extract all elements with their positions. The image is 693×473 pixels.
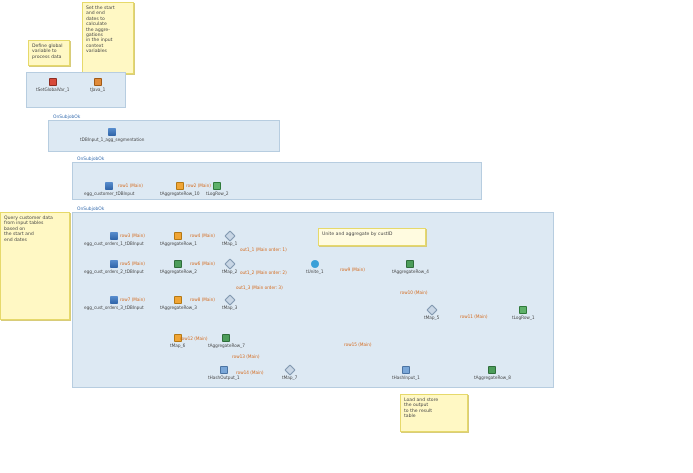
log-row-icon <box>519 306 528 314</box>
note-define-global[interactable]: Define global variable to process data <box>28 40 70 66</box>
aggregate-7[interactable]: tMap_6 <box>170 334 185 348</box>
aggregate-icon <box>174 232 183 240</box>
aggregate-main[interactable]: tAggregateRow_4 <box>392 260 429 274</box>
map-icon <box>283 364 296 376</box>
unite-component[interactable]: tUnite_1 <box>306 260 324 274</box>
java-icon <box>93 78 102 86</box>
flow-label[interactable]: row10 (Main) <box>400 290 428 295</box>
db-input-orders-1[interactable]: egg_cust_orders_1_tDBInput <box>84 232 144 246</box>
map-2[interactable]: tMap_2 <box>222 258 237 274</box>
subjob-query-load[interactable]: OnSubjobOk <box>72 157 482 200</box>
subjob-main[interactable]: OnSubjobOk <box>72 207 554 388</box>
aggregate-icon <box>174 260 183 268</box>
flow-label[interactable]: out1_2 (Main order: 2) <box>240 270 287 275</box>
log-output[interactable]: tLogRow_1 <box>512 306 535 320</box>
database-icon <box>109 232 118 240</box>
db-query-component[interactable]: egg_customer_tDBInput <box>84 182 134 196</box>
flow-label[interactable]: row13 (Main) <box>232 354 260 359</box>
flow-label[interactable]: row5 (Main) <box>120 261 145 266</box>
map-1[interactable]: tMap_1 <box>222 230 237 246</box>
database-icon <box>109 296 118 304</box>
database-icon <box>105 182 114 190</box>
aggregate-3[interactable]: tAggregateRow_3 <box>160 296 197 310</box>
set-global-var-component[interactable]: tSetGlobalVar_1 <box>36 78 69 92</box>
flow-label[interactable]: row12 (Main) <box>180 336 208 341</box>
map-7[interactable]: tMap_7 <box>282 364 297 380</box>
log-row-component[interactable]: tLogRow_2 <box>206 182 229 196</box>
database-icon <box>108 128 117 136</box>
database-icon <box>109 260 118 268</box>
aggregate-row-7[interactable]: tAggregateRow_7 <box>208 334 245 348</box>
aggregate-icon <box>488 366 497 374</box>
set-global-var-icon <box>48 78 57 86</box>
hash-output-icon <box>219 366 228 374</box>
note-unite-aggregate[interactable]: Unite and aggregate by custID <box>318 228 426 246</box>
flow-label[interactable]: row3 (Main) <box>120 233 145 238</box>
hash-output[interactable]: tHashOutput_1 <box>208 366 240 380</box>
note-set-dates[interactable]: Set the start and end dates to calculate… <box>82 2 134 74</box>
hash-input-icon <box>401 366 410 374</box>
aggregate-icon <box>406 260 415 268</box>
aggregate-component[interactable]: tAggregateRow_10 <box>160 182 200 196</box>
flow-label[interactable]: out1_1 (Main order: 1) <box>240 247 287 252</box>
aggregate-icon <box>173 334 182 342</box>
subjob-init[interactable] <box>26 72 126 108</box>
flow-label[interactable]: row8 (Main) <box>190 297 215 302</box>
aggregate-1[interactable]: tAggregateRow_1 <box>160 232 197 246</box>
flow-label[interactable]: row2 (Main) <box>186 183 211 188</box>
flow-label[interactable]: row7 (Main) <box>120 297 145 302</box>
map-icon <box>223 230 236 242</box>
flow-label[interactable]: row9 (Main) <box>340 267 365 272</box>
aggregate-icon <box>175 182 184 190</box>
flow-label[interactable]: row4 (Main) <box>190 233 215 238</box>
flow-label[interactable]: row6 (Main) <box>190 261 215 266</box>
join-map[interactable]: tMap_5 <box>424 304 439 320</box>
flow-label[interactable]: row14 (Main) <box>236 370 264 375</box>
db-input-segmentation-component[interactable]: tDBInput_1_agg_segmentation <box>80 128 144 142</box>
subjob-select-segmentation[interactable]: OnSubjobOk <box>48 115 280 152</box>
flow-label[interactable]: row1 (Main) <box>118 183 143 188</box>
flow-label[interactable]: row11 (Main) <box>460 314 488 319</box>
note-load-store-result[interactable]: Load and store the output to the result … <box>400 394 468 432</box>
unite-icon <box>310 260 319 268</box>
map-3[interactable]: tMap_3 <box>222 294 237 310</box>
hash-input[interactable]: tHashInput_1 <box>392 366 420 380</box>
db-input-orders-2[interactable]: egg_cust_orders_2_tDBInput <box>84 260 144 274</box>
log-row-icon <box>213 182 222 190</box>
flow-label[interactable]: row15 (Main) <box>344 342 372 347</box>
map-icon <box>223 294 236 306</box>
java-component[interactable]: tJava_1 <box>90 78 105 92</box>
aggregate-2[interactable]: tAggregateRow_2 <box>160 260 197 274</box>
aggregate-icon <box>174 296 183 304</box>
aggregate-icon <box>222 334 231 342</box>
map-icon <box>425 304 438 316</box>
note-query-customer[interactable]: Query customer data from input tables ba… <box>0 212 70 320</box>
map-icon <box>223 258 236 270</box>
aggregate-row-8[interactable]: tAggregateRow_8 <box>474 366 511 380</box>
flow-label[interactable]: out1_3 (Main order: 3) <box>236 285 283 290</box>
db-input-orders-3[interactable]: egg_cust_orders_3_tDBInput <box>84 296 144 310</box>
